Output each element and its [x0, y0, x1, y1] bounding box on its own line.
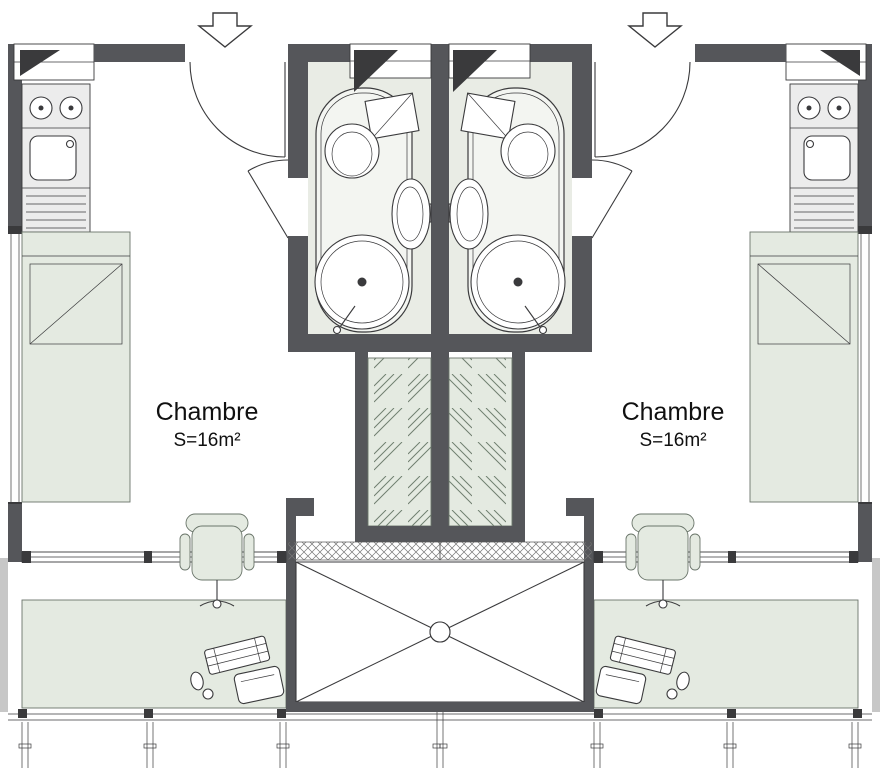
entrance-arrow-icon: [197, 12, 253, 48]
bathroom-wall: [288, 236, 308, 352]
bathroom-door-swing: [247, 159, 289, 239]
threshold-hatch: [287, 541, 441, 561]
balcony-railing: [8, 709, 440, 721]
bathroom-windows: [349, 43, 531, 92]
window-opening-icon: [354, 50, 398, 92]
washbasin-icon: [391, 178, 432, 250]
bed: [21, 231, 131, 503]
wardrobe: [367, 357, 432, 527]
bathroom-wall: [288, 334, 440, 352]
window-opening-icon: [20, 50, 60, 76]
bathroom-wall: [431, 44, 440, 62]
window-opening-icon: [453, 50, 497, 92]
desk-icon: [190, 635, 285, 705]
monitor-icon: [233, 665, 285, 705]
keyboard-icon: [204, 635, 271, 675]
room-label-left: Chambre: [156, 398, 259, 426]
exterior-wall: [8, 44, 22, 232]
shower-tray-icon: [314, 234, 410, 335]
window: [349, 43, 432, 92]
window: [13, 43, 95, 81]
exterior-wall: [8, 504, 22, 562]
mouse-icon: [190, 671, 204, 691]
light-well: [295, 561, 451, 703]
window: [448, 43, 531, 92]
room-area-right: S=16m²: [639, 430, 706, 451]
well-bottom-wall: [286, 702, 440, 712]
party-wall: [431, 62, 440, 540]
entry-door-swing: [189, 61, 286, 158]
room-area-left: S=16m²: [173, 430, 240, 451]
kitchen-sink-icon: [29, 135, 77, 181]
room-label-right: Chambre: [622, 398, 725, 426]
cistern: [364, 92, 420, 140]
pillow-icon: [29, 263, 123, 345]
bathroom-wall: [288, 44, 308, 178]
right-unit-mirror: [429, 12, 880, 768]
wc-icon: [324, 123, 380, 179]
balcony-columns: [18, 712, 441, 768]
well-side-wall: [286, 498, 296, 712]
balcony-pilaster: [0, 558, 8, 712]
wardrobe-wall: [355, 352, 368, 540]
top-wall: [94, 44, 185, 62]
wardrobe-wall: [355, 526, 440, 542]
desk-chair-icon: [179, 513, 255, 609]
left-unit: [0, 12, 451, 768]
kitchenette: [21, 83, 91, 233]
